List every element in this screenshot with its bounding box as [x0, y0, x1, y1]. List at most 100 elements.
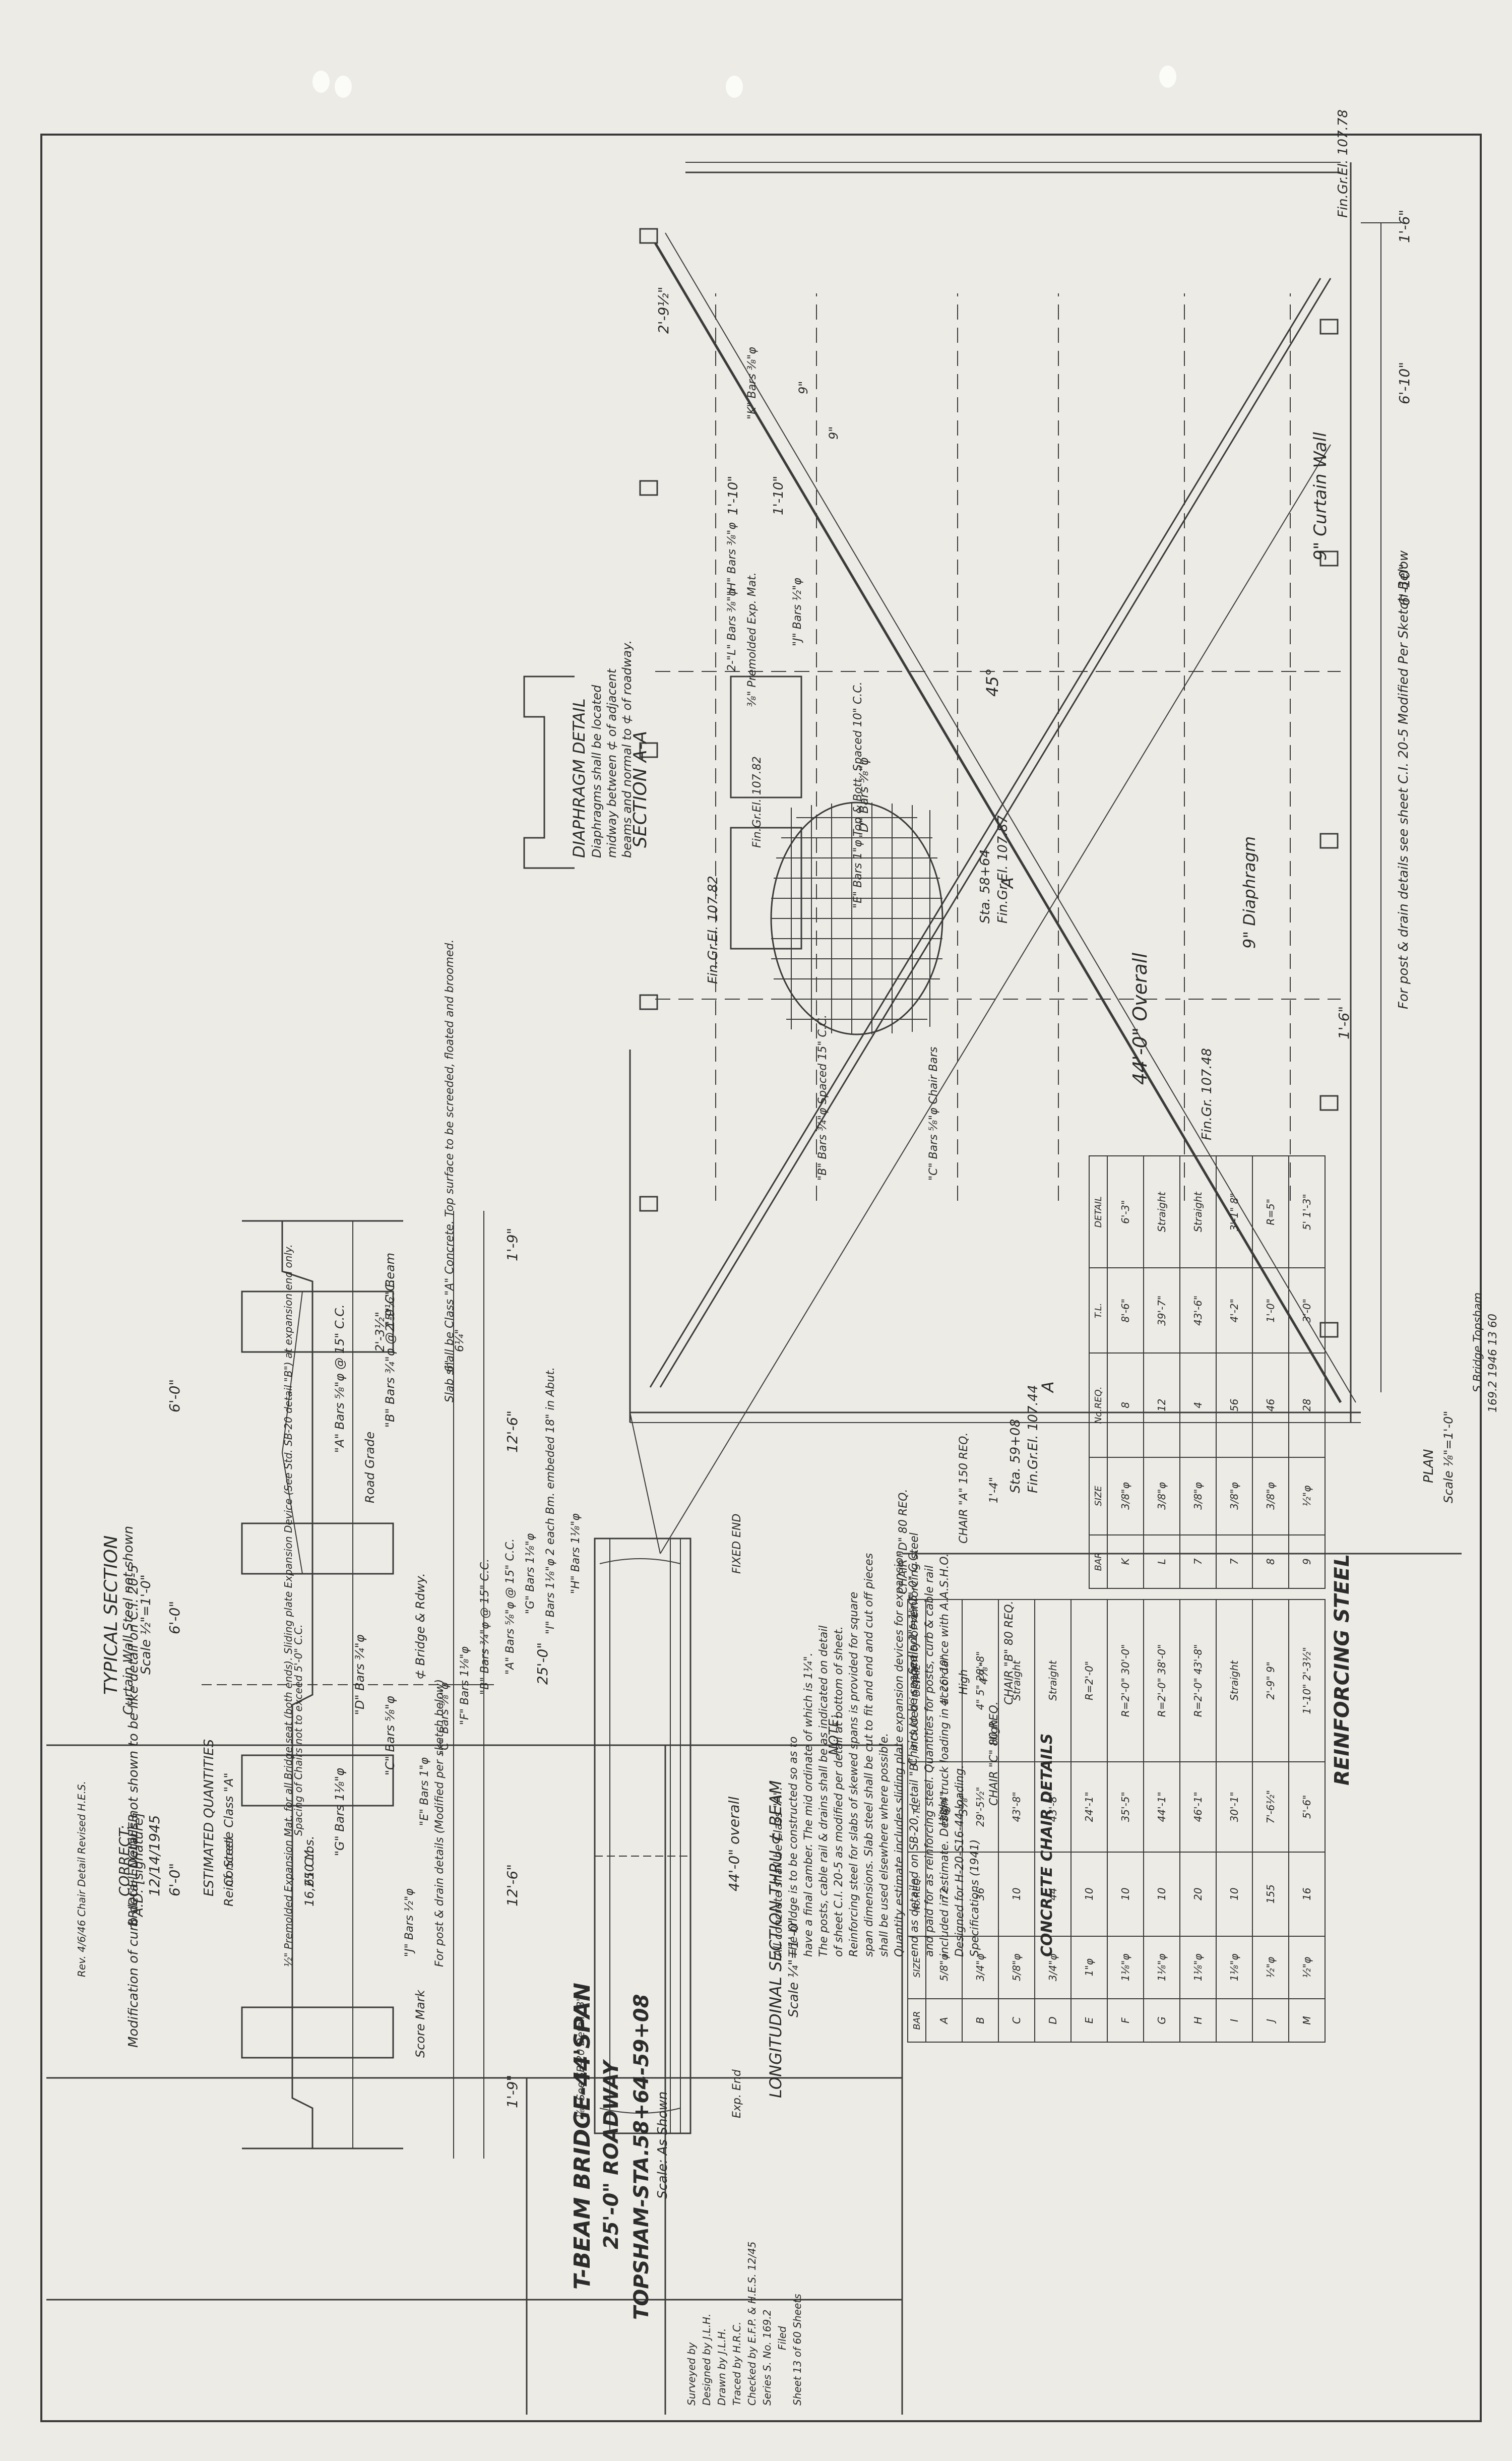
plan-scale: Scale ⅛"=1'-0" [1441, 1410, 1456, 1503]
section-aa-bar: "J" Bars ½"φ [791, 578, 804, 646]
chair-dim: 1'-4" [988, 1476, 1000, 1503]
abutment-line-3 [660, 444, 1331, 1554]
rs-cell-tl: 43'-8" [998, 1761, 1035, 1852]
long-label: "B" Bars ¾"φ @ 15" C.C. [479, 1558, 491, 1695]
rs-cell-bar: L [1144, 1534, 1180, 1588]
typical-dim: 6'-0" [166, 1601, 183, 1634]
rs-cell-tl: 1'-0" [1252, 1268, 1289, 1353]
sheet-border [40, 134, 1482, 2422]
section-aa-outline [523, 675, 575, 869]
rs-cell-no: 12 [1144, 1353, 1180, 1457]
title-sheet: Sheet 13 of 60 Sheets [791, 2294, 803, 2406]
title-line-3: TOPSHAM-STA.58+64-59+08 [630, 1994, 653, 2320]
beam-outline [241, 1522, 394, 1575]
reinforcing-steel-title: REINFORCING STEEL [1331, 1554, 1354, 1786]
diaphragm-outline [730, 827, 802, 950]
section-aa-dim: 1'-10" [771, 475, 786, 515]
section-aa [523, 675, 802, 950]
typical-label: Score Mark [413, 1990, 427, 2058]
typical-dim: 25'-0" [534, 1642, 551, 1685]
note-line: Specifications (1941) [969, 1839, 981, 1957]
typical-dim: 1'-9" [504, 1227, 521, 1261]
rs-cell-detail: R=5" [1252, 1156, 1289, 1268]
title-filed: Filed [776, 2326, 788, 2350]
note-line: Designed for H-20-S16-44 loading. [954, 1764, 966, 1957]
beam-outline [241, 1754, 394, 1807]
punch-hole [312, 71, 330, 93]
rs-cell-tl: 24'-1" [1071, 1761, 1107, 1852]
rs-col: No.REQ. [1089, 1353, 1107, 1457]
chair-dim: High [988, 1719, 1000, 1745]
rs-cell-bar: M [1289, 1998, 1325, 2042]
rs-cell-detail: Straight [1216, 1599, 1252, 1762]
section-aa-bar: 2-"L" Bars ⅜"φ [726, 589, 738, 671]
rs-col: DETAIL [1089, 1156, 1107, 1268]
note-line: The posts, cable rail & drains shall be … [817, 1625, 830, 1957]
diaphragm-note: beams and normal to ⊄ of roadway. [620, 640, 634, 858]
abutment-line-1 [659, 278, 1332, 1388]
note-line: shall be used elsewhere where possible. [878, 1733, 891, 1957]
plan-diaphragm-label: 9" Diaphragm [1240, 836, 1259, 949]
rs-col: T.L. [1089, 1268, 1107, 1353]
rs-cell-detail: R=2'-0" [1071, 1599, 1107, 1762]
plan-bar-label: "B" Bars ¾"φ Spaced 15" C.C. [816, 1014, 829, 1181]
table-area-lines [46, 1553, 1462, 2415]
rs-cell-detail: R=2'-0" 30'-0" [1107, 1599, 1144, 1762]
punch-hole [726, 76, 743, 98]
rs-col: BAR [908, 1998, 926, 2042]
stamp-line: 169.2 1946 13 60 [1487, 1314, 1499, 1412]
rs-cell-tl: 46'-1" [1180, 1761, 1216, 1852]
rs-cell-detail: 2'-9" 9" [1252, 1599, 1289, 1762]
plan-station: Fin.Gr.El. 107.78 [1336, 109, 1351, 218]
approval-engineer: BRIDGE ENGINEER [126, 1814, 140, 1927]
diaphragm-note: Diaphragms shall be located [590, 685, 604, 858]
rs-cell-bar: J [1252, 1998, 1289, 2042]
typical-label: Road Grade [363, 1431, 377, 1503]
rs-cell-bar: A [926, 1998, 962, 2042]
rs-cell-bar: 8 [1252, 1534, 1289, 1588]
rs-cell-tl: 30'-1" [1216, 1761, 1252, 1852]
rs-cell-tl: 4'-2" [1216, 1268, 1252, 1353]
rs-col: BAR [1089, 1534, 1107, 1588]
plan-bar-label: "C" Bars ⅝"φ Chair Bars [927, 1047, 940, 1181]
note-line: end as detailed on SB-20, detail "B", in… [908, 1532, 921, 1957]
plan-label: PLAN [1421, 1449, 1436, 1483]
plan-dim: 1'-6" [1336, 1006, 1352, 1039]
typical-label: "A" Bars ⅝"φ @ 15" C.C. [333, 1304, 347, 1453]
approval-rev-note: Rev. 4/6/46 Chair Detail Revised H.E.S. [76, 1781, 88, 1977]
quantities-qty: 16,250 Lbs. [302, 1835, 317, 1906]
long-label: "E" Bars 1"φ [418, 1757, 431, 1826]
rs-col: SIZE [1089, 1457, 1107, 1535]
title-line-1: T-BEAM BRIDGE-44'SPAN [570, 1983, 595, 2290]
rs-cell-bar: F [1107, 1998, 1144, 2042]
section-aa-dim: 2'-9½" [655, 286, 672, 334]
note-line: included in estimate. Design truck loadi… [938, 1553, 951, 1957]
stamp-line: S Bridge Topsham [1472, 1292, 1484, 1392]
section-aa-dim: 1'-10" [726, 475, 741, 515]
rs-cell-no: 10 [1216, 1852, 1252, 1936]
long-beam-outline [594, 1537, 691, 2134]
long-label: "I" Bars 1⅛"φ 2 each Bm. embeded 18" in … [544, 1367, 557, 1634]
note-line: have a final camber. The mid ordinate of… [802, 1652, 815, 1957]
abutment-line-2 [649, 278, 1321, 1388]
typical-section [202, 1211, 494, 2159]
chair-label: CHAIR "A" 150 REQ. [958, 1432, 970, 1544]
long-label: 6" [444, 1360, 456, 1372]
plan-view [629, 162, 1401, 1554]
chair-details-title: CONCRETE CHAIR DETAILS [1038, 1733, 1056, 1957]
rs-cell-no: 10 [998, 1852, 1035, 1936]
rs-cell-size: ½"φ [1289, 1457, 1325, 1535]
rs-cell-no: 46 [1252, 1353, 1289, 1457]
rs-cell-bar: K [1107, 1534, 1144, 1588]
plan-station: Sta. 58+64 [978, 849, 993, 924]
title-surveyed: Surveyed by [685, 2342, 698, 2406]
mesh-grid [771, 803, 942, 1034]
note-line: span dimensions. Slab steel shall be cut… [863, 1553, 875, 1957]
